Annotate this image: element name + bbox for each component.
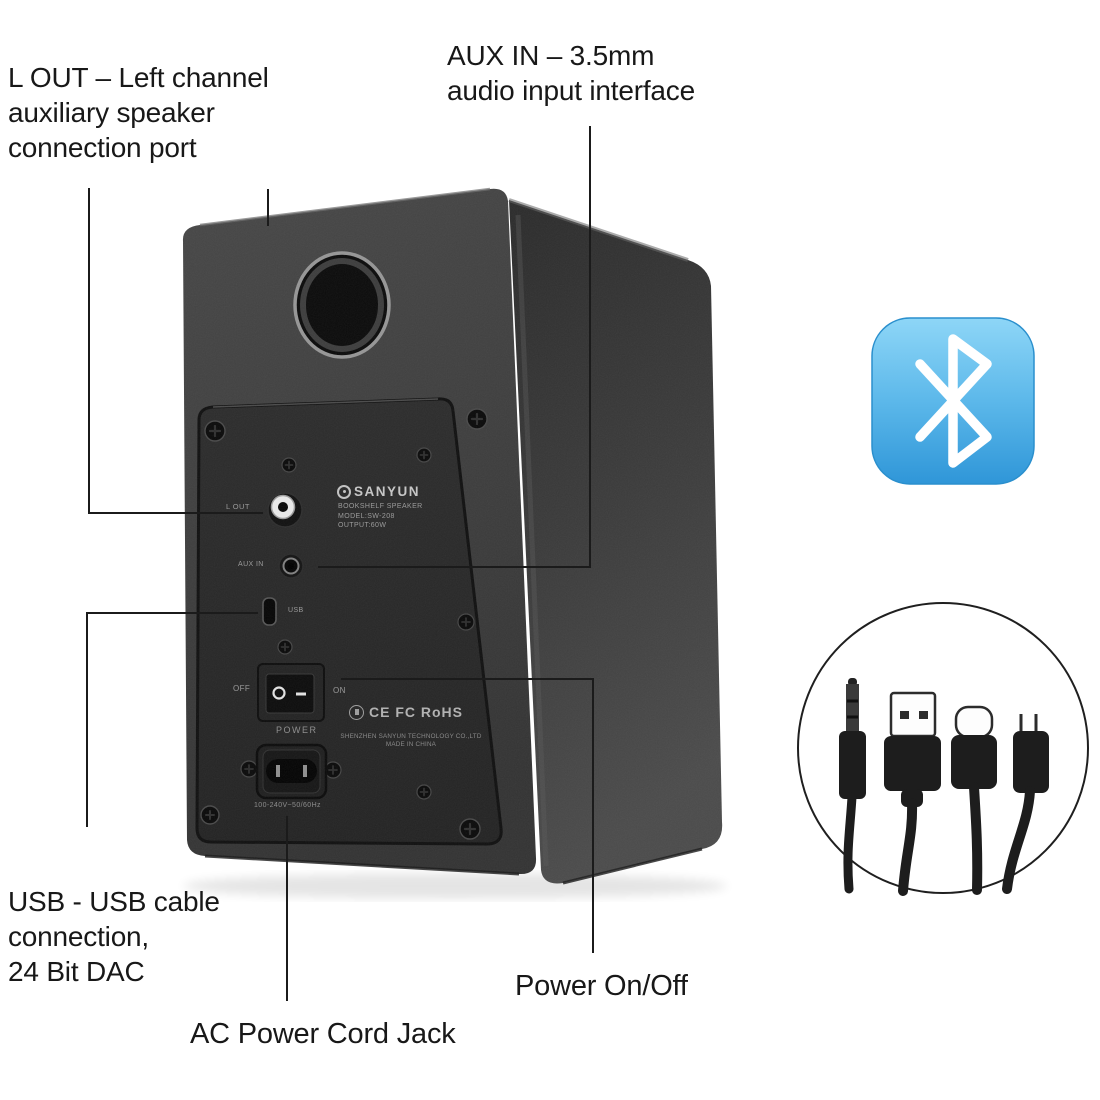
bluetooth-icon (871, 317, 1035, 485)
brand-name: SANYUN (354, 484, 421, 499)
usb-c-plug-icon (951, 705, 997, 895)
brand-block: SANYUN (337, 484, 420, 499)
weee-bin-icon (349, 704, 364, 720)
panel-label-on: ON (333, 686, 346, 695)
micro-usb-plug-icon (1002, 714, 1049, 894)
manufacturer-lines: SHENZHEN SANYUN TECHNOLOGY CO.,LTD MADE … (340, 733, 482, 748)
callout-l-out (88, 188, 263, 514)
panel-label-aux-in: AUX IN (238, 561, 264, 568)
annotation-usb: USB - USB cable connection, 24 Bit DAC (8, 886, 220, 987)
annotation-l-out: L OUT – Left channel auxiliary speaker c… (8, 62, 269, 163)
callout-usb (86, 612, 258, 827)
certification-marks: CE FC RoHS (369, 704, 463, 720)
cables-circle (797, 602, 1089, 896)
callout-power (341, 678, 594, 953)
callout-aux-in (318, 126, 591, 568)
ground-shadow (183, 873, 727, 899)
panel-label-l-out: L OUT (226, 502, 250, 511)
usb-a-plug-icon (884, 691, 941, 896)
panel-label-voltage: 100-240V~50/60Hz (254, 802, 321, 809)
panel-label-off: OFF (233, 684, 251, 693)
annotation-aux-in: AUX IN – 3.5mm audio input interface (447, 40, 695, 106)
brand-sub-lines: BOOKSHELF SPEAKER MODEL:SW-208 OUTPUT:60… (338, 503, 423, 529)
panel-label-usb: USB (288, 607, 304, 614)
cabinet-texture (182, 188, 723, 884)
annotation-ac-power: AC Power Cord Jack (190, 1018, 456, 1050)
certification-row: CE FC RoHS (349, 704, 463, 720)
annotation-power-switch: Power On/Off (515, 970, 688, 1002)
sanyun-logo-icon (337, 484, 351, 499)
audio-jack-3-5mm-icon (839, 678, 866, 894)
panel-label-power: POWER (276, 725, 318, 735)
callout-lines (86, 126, 594, 1001)
